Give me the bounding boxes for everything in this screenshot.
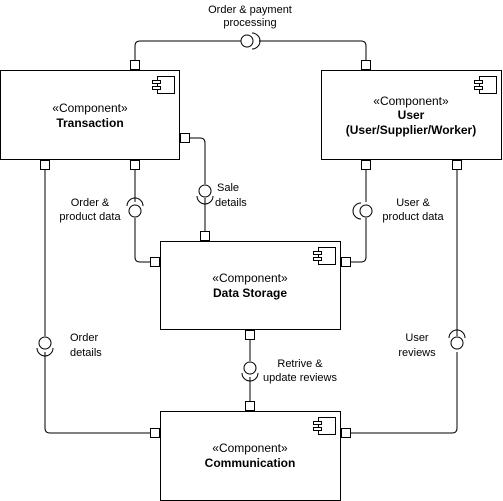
user-stereotype: «Component» [373, 94, 449, 108]
label-order-details-line1: Order [70, 332, 98, 344]
required-interface-socket [241, 372, 259, 382]
required-interface-socket [448, 329, 466, 339]
interface-order-payment [240, 32, 261, 50]
required-interface-socket [36, 347, 54, 357]
component-user[interactable] [321, 70, 502, 160]
communication-stereotype: «Component» [212, 441, 288, 455]
component-data-storage[interactable] [160, 241, 341, 330]
interface-user-product [352, 202, 373, 220]
label-user-product-line2: product data [382, 211, 444, 223]
transaction-stereotype: «Component» [52, 101, 128, 115]
user-name: User [398, 108, 425, 122]
component-icon [152, 76, 175, 94]
label-user-product-line1: User & [396, 197, 430, 209]
label-order-payment-line1: Order & payment [208, 4, 292, 16]
port [452, 160, 462, 170]
connector-order-payment-right [259, 40, 367, 60]
component-icon [474, 76, 497, 94]
data-storage-name: Data Storage [213, 286, 287, 300]
provided-interface-ball [240, 34, 254, 48]
port [180, 133, 190, 143]
interface-order-details [36, 336, 54, 357]
interface-sale-details [196, 184, 214, 205]
component-communication[interactable] [160, 411, 341, 501]
label-order-payment-line2: processing [223, 17, 276, 29]
component-icon [313, 417, 336, 435]
data-storage-stereotype: «Component» [212, 271, 288, 285]
connector-order-product-lower [134, 218, 151, 263]
provided-interface-ball [38, 336, 52, 350]
port [341, 257, 351, 267]
required-interface-socket [126, 197, 144, 207]
label-order-product-line1: Order & [71, 197, 110, 209]
component-box [0, 70, 180, 160]
label-order-product-line2: product data [59, 211, 121, 223]
connector-order-details-lower [44, 352, 151, 434]
port [150, 257, 160, 267]
label-order-details-line2: details [70, 347, 102, 359]
connector-user-reviews-lower [350, 352, 458, 434]
provided-interface-ball [128, 204, 142, 218]
provided-interface-ball [359, 204, 373, 218]
user-name-subtitle: (User/Supplier/Worker) [346, 123, 476, 137]
component-box [321, 70, 502, 160]
connector-user-product-lower [350, 218, 367, 263]
connector-sale-details-upper [190, 137, 206, 184]
provided-interface-ball [198, 184, 212, 198]
required-interface-socket [251, 32, 261, 50]
port [341, 428, 351, 438]
component-box [160, 241, 341, 330]
port [40, 160, 50, 170]
interface-user-reviews [448, 329, 466, 350]
port [130, 60, 140, 70]
transaction-name: Transaction [56, 116, 123, 130]
component-icon [313, 247, 336, 265]
port [200, 231, 210, 241]
interface-order-product [126, 197, 144, 218]
component-box [160, 411, 341, 501]
port [361, 60, 371, 70]
label-user-reviews-line2: reviews [398, 347, 436, 359]
label-user-reviews-line1: User [405, 332, 429, 344]
port [245, 401, 255, 411]
connector-order-payment-left [134, 40, 243, 60]
label-sale-details-line2: details [215, 197, 247, 209]
port [361, 160, 371, 170]
label-sale-details-line1: Sale [217, 182, 239, 194]
port [130, 160, 140, 170]
required-interface-socket [352, 202, 362, 220]
required-interface-socket [196, 195, 214, 205]
port [150, 428, 160, 438]
provided-interface-ball [243, 361, 257, 375]
component-transaction[interactable] [0, 70, 180, 160]
ports [40, 60, 462, 438]
provided-interface-ball [450, 336, 464, 350]
label-retrive-reviews-line2: update reviews [263, 372, 337, 384]
communication-name: Communication [205, 456, 296, 470]
port [245, 330, 255, 340]
interface-retrive-reviews [241, 361, 259, 382]
label-retrive-reviews-line1: Retrive & [277, 358, 323, 370]
